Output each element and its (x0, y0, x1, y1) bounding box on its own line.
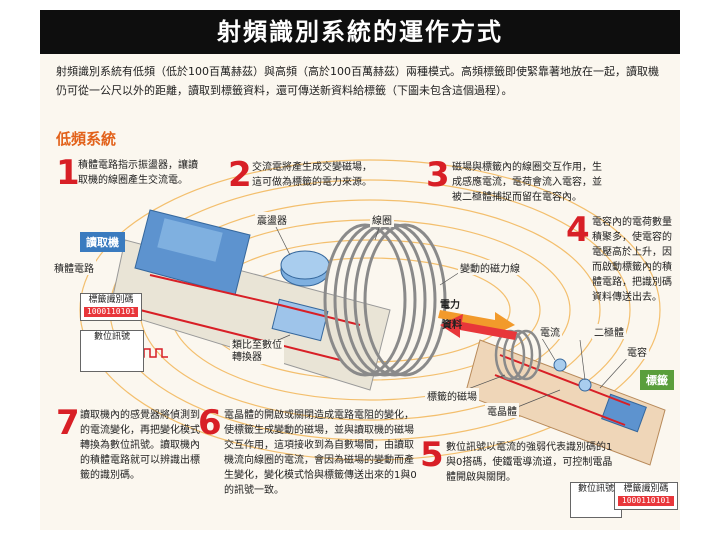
chip-title: 標籤識別碼 (88, 295, 134, 305)
transistor-label: 電晶體 (485, 403, 519, 418)
reader-digital-signal: 數位訊號 (80, 330, 144, 372)
step-6: 6 電晶體的開啟或關閉造成電路電阻的變化，使標籤生成變動的磁場，並與讀取機的磁場… (198, 403, 420, 498)
step-text: 讀取機內的感覺器將偵測到的電流變化，再把變化模式轉換為數位訊號。讀取機內的積體電… (80, 410, 200, 481)
step-number: 5 (420, 435, 444, 475)
oscillator-label: 震盪器 (255, 212, 289, 227)
step-number: 3 (426, 155, 450, 195)
step-number: 2 (228, 155, 252, 195)
converter-label: 類比至數位轉換器 (230, 340, 284, 364)
tag-id-chip: 標籤識別碼 1000110101 (614, 482, 678, 510)
step-4: 4 電容內的電荷數量積聚多，使電容的電壓高於上升，因而啟動標籤內的積體電路，把識… (566, 210, 678, 305)
reader-id-chip: 標籤識別碼 1000110101 (80, 293, 142, 321)
current-label: 電流 (538, 324, 562, 339)
step-text: 電晶體的開啟或關閉造成電路電阻的變化，使標籤生成變動的磁場，並與讀取機的磁場交互… (224, 410, 417, 496)
chip-code: 1000110101 (618, 496, 674, 506)
field-label: 變動的磁力線 (458, 260, 522, 275)
diode-label: 二極體 (592, 324, 626, 339)
step-number: 1 (56, 153, 80, 193)
step-number: 6 (198, 403, 222, 443)
ic-reader-label: 積體電路 (52, 260, 96, 275)
step-3: 3 磁場與標籤內的線圈交互作用，生成感應電流，電荷會流入電容，並被二極體捕捉而留… (426, 155, 604, 205)
step-number: 7 (56, 403, 80, 443)
reader-label: 讀取機 (80, 232, 125, 252)
tag-label: 標籤 (640, 370, 674, 390)
data-arrow (440, 314, 517, 340)
chip-code: 1000110101 (84, 307, 138, 317)
step-1: 1 積體電路指示振盪器，讓讀取機的線圈產生交流電。 (56, 153, 206, 193)
intro-paragraph: 射頻識別系統有低頻（低於100百萬赫茲）與高頻（高於100百萬赫茲）兩種模式。高… (56, 65, 659, 97)
signal-title: 數位訊號 (577, 484, 614, 494)
coil-label: 線圈 (370, 212, 394, 227)
signal-title: 數位訊號 (93, 332, 130, 342)
section-title: 低頻系統 (56, 130, 117, 148)
chip-title: 標籤識別碼 (623, 484, 669, 494)
power-label: 電力 (440, 300, 460, 311)
reader-board (109, 209, 391, 391)
step-2: 2 交流電將產生成交變磁場，這可做為標籤的電力來源。 (228, 155, 378, 195)
diagram-artwork (79, 159, 666, 503)
step-5: 5 數位訊號以電流的強弱代表識別碼的1與0搭碼，使鐵電導流道，可控制電晶體開啟與… (420, 435, 620, 485)
step-7: 7 讀取機內的感覺器將偵測到的電流變化，再把變化模式轉換為數位訊號。讀取機內的積… (56, 403, 206, 483)
diagram-sheet: 射頻識別系統的運作方式 射頻識別系統有低頻（低於100百萬赫茲）與高頻（高於10… (40, 10, 680, 530)
step-text: 磁場與標籤內的線圈交互作用，生成感應電流，電荷會流入電容，並被二極體捕捉而留在電… (452, 162, 602, 203)
step-text: 交流電將產生成交變磁場，這可做為標籤的電力來源。 (252, 162, 372, 188)
page-title: 射頻識別系統的運作方式 (40, 10, 680, 54)
data-label: 資料 (442, 320, 462, 331)
step-text: 積體電路指示振盪器，讓讀取機的線圈產生交流電。 (78, 160, 198, 186)
step-text: 數位訊號以電流的強弱代表識別碼的1與0搭碼，使鐵電導流道，可控制電晶體開啟與關閉… (446, 442, 613, 483)
tag-digital-signal: 數位訊號 (570, 482, 622, 518)
step-text: 電容內的電荷數量積聚多，使電容的電壓高於上升，因而啟動標籤內的積體電路，把識別碼… (592, 217, 672, 303)
step-number: 4 (566, 210, 590, 250)
tag-field-label: 標籤的磁場 (425, 388, 479, 403)
capacitor-label: 電容 (625, 344, 649, 359)
